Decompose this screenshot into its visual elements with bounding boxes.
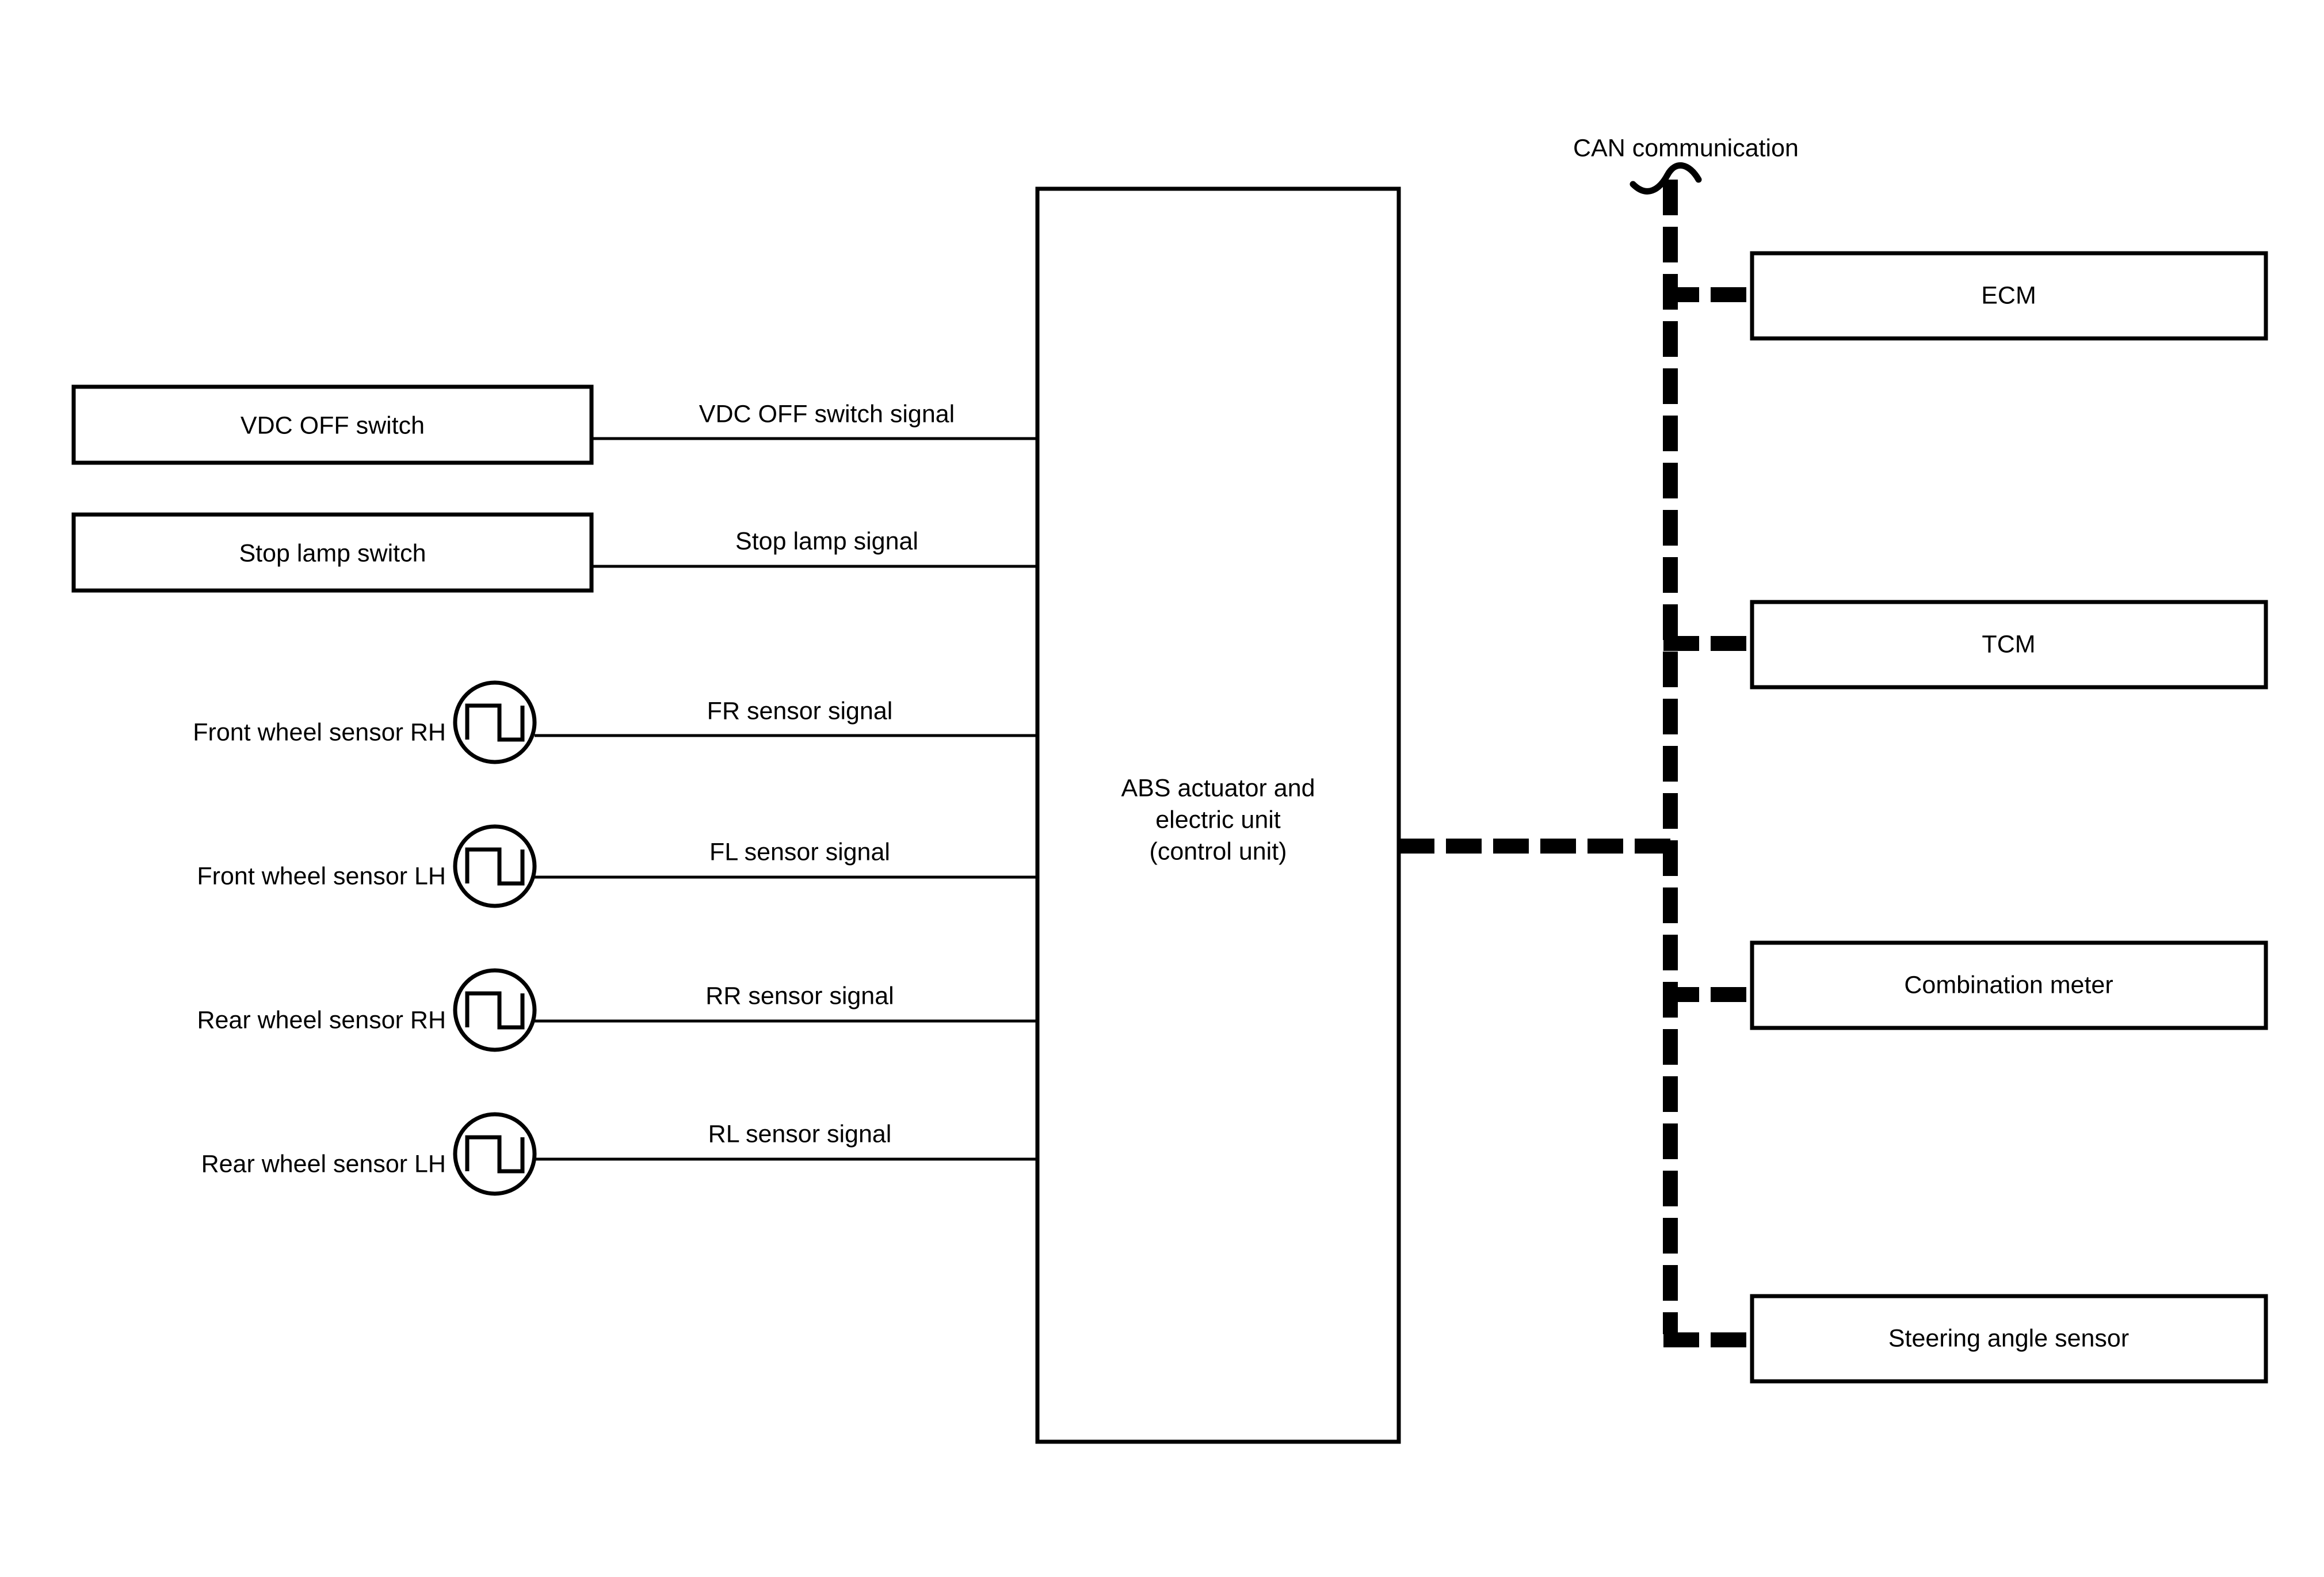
front-wheel-sensor-rh-node[interactable]: Front wheel sensor RH — [193, 680, 537, 764]
fl-sensor-signal-label: FL sensor signal — [709, 838, 890, 866]
combination-meter-box[interactable] — [1750, 940, 2268, 1030]
steering-angle-sensor-node[interactable]: Steering angle sensor — [1750, 1294, 2268, 1384]
steering-angle-sensor-box[interactable] — [1750, 1294, 2268, 1384]
abs-actuator-box[interactable] — [1035, 186, 1401, 1444]
square-wave-icon — [465, 991, 525, 1030]
steering-angle-sensor-label: Steering angle sensor — [1888, 1324, 2129, 1352]
rear-wheel-sensor-lh-node[interactable]: Rear wheel sensor LH — [201, 1112, 537, 1196]
pulse-sensor-icon — [453, 680, 537, 764]
pulse-sensor-icon — [453, 968, 537, 1052]
tcm-box[interactable] — [1750, 600, 2268, 690]
vdc-off-switch-box[interactable] — [71, 384, 594, 465]
stop-lamp-signal-label: Stop lamp signal — [735, 527, 918, 555]
pulse-sensor-icon — [453, 1112, 537, 1196]
abs-actuator-label-line-3: (control unit) — [1150, 837, 1287, 865]
tcm-node[interactable]: TCM — [1750, 600, 2268, 690]
abs-actuator-label-line-2: electric unit — [1155, 806, 1281, 833]
front-wheel-sensor-lh-label: Front wheel sensor LH — [197, 862, 446, 890]
stop-lamp-switch-label: Stop lamp switch — [239, 539, 426, 567]
vdc-off-switch-node[interactable]: VDC OFF switch — [71, 384, 594, 465]
can-bus-continuation-squiggle — [1630, 162, 1702, 195]
stop-lamp-switch-node[interactable]: Stop lamp switch — [71, 512, 594, 593]
can-communication-annotation: CAN communication — [1573, 134, 1799, 162]
square-wave-icon — [465, 847, 525, 886]
rear-wheel-sensor-rh-label: Rear wheel sensor RH — [197, 1006, 446, 1034]
square-wave-icon — [465, 1135, 525, 1174]
rear-wheel-sensor-lh-label: Rear wheel sensor LH — [201, 1150, 446, 1178]
combination-meter-label: Combination meter — [1904, 971, 2113, 999]
stop-lamp-switch-box[interactable] — [71, 512, 594, 593]
rear-wheel-sensor-rh-node[interactable]: Rear wheel sensor RH — [197, 968, 537, 1052]
abs-actuator-label-line-1: ABS actuator and — [1121, 774, 1315, 802]
ecm-label: ECM — [1981, 281, 2036, 309]
rr-sensor-signal-label: RR sensor signal — [705, 982, 894, 1010]
front-wheel-sensor-rh-label: Front wheel sensor RH — [193, 718, 446, 746]
ecm-node[interactable]: ECM — [1750, 251, 2268, 341]
tcm-label: TCM — [1982, 630, 2035, 658]
abs-actuator-node[interactable]: ABS actuator and electric unit (control … — [1035, 186, 1401, 1444]
vdc-off-switch-label: VDC OFF switch — [241, 412, 425, 439]
pulse-sensor-icon — [453, 824, 537, 908]
combination-meter-node[interactable]: Combination meter — [1750, 940, 2268, 1030]
fr-sensor-signal-label: FR sensor signal — [707, 697, 893, 725]
rl-sensor-signal-label: RL sensor signal — [708, 1120, 892, 1148]
square-wave-icon — [465, 703, 525, 742]
ecm-box[interactable] — [1750, 251, 2268, 341]
front-wheel-sensor-lh-node[interactable]: Front wheel sensor LH — [197, 824, 537, 908]
vdc-off-switch-signal-label: VDC OFF switch signal — [699, 400, 955, 428]
